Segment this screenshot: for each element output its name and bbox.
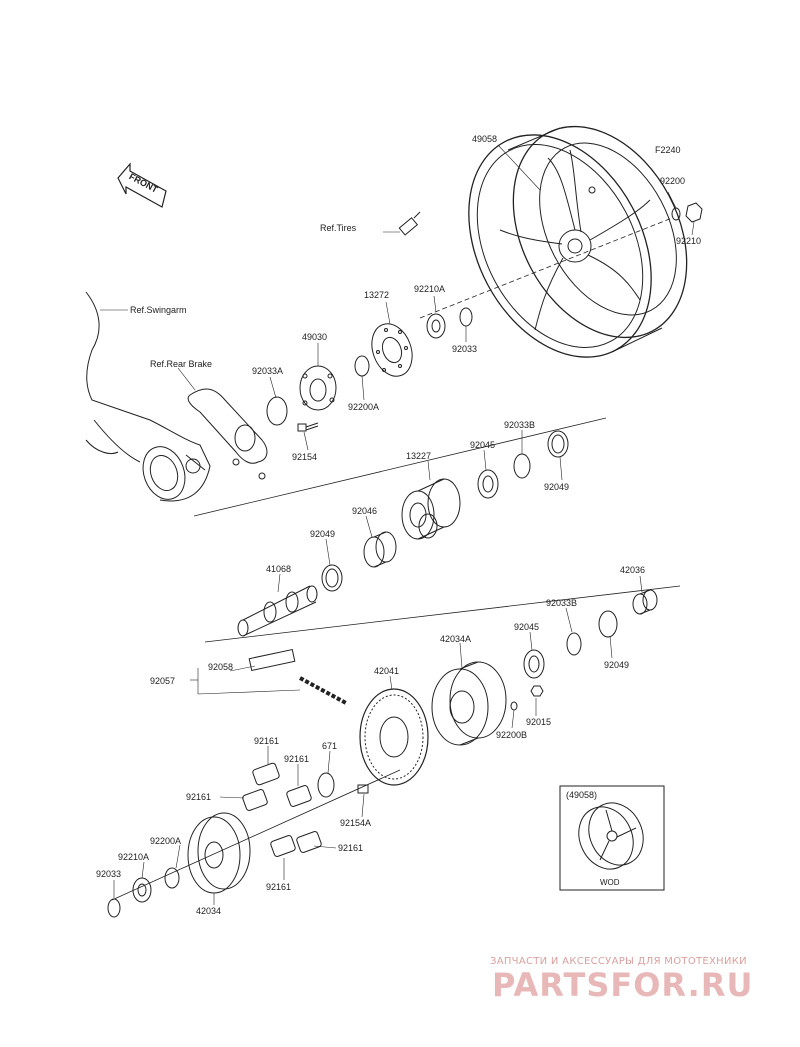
rear-brake-bracket [187,388,268,480]
washer-92200A [354,355,370,377]
hub-49030 [299,365,337,411]
part-label-49030: 49030 [302,332,328,342]
part-label-92161-c: 92161 [186,792,212,802]
bolt-92154A [357,784,369,794]
inset-title: (49058) [566,790,598,800]
ref-swingarm: Ref.Swingarm [130,305,187,315]
watermark-logo: PARTSFOR.RU [492,966,754,1004]
nut-92015 [530,685,544,697]
part-label-671: 671 [322,741,338,751]
part-label-92049-left: 92049 [310,529,336,539]
part-label-42034: 42034 [196,906,222,916]
needle-bearing-92046 [363,531,397,568]
part-label-92049: 92049 [544,482,570,492]
sensor-rotor-13272 [371,323,413,377]
part-label-92033B-right: 92033B [546,598,578,608]
part-label-92154A: 92154A [340,818,372,828]
part-label-42041: 42041 [374,666,400,676]
part-label-92033-left: 92033 [96,869,122,879]
damper-92161-a [252,762,280,786]
part-label-41068: 41068 [266,564,292,574]
ref-tires: Ref.Tires [320,223,357,233]
part-label-42034A: 42034A [440,634,472,644]
part-label-92200: 92200 [660,176,686,186]
sprocket-42041 [359,688,429,786]
front-arrow-icon [117,162,167,208]
tire-valve [398,211,421,236]
part-label-92210A: 92210A [414,284,446,294]
part-label-92210: 92210 [676,236,702,246]
drive-chain-92057 [248,648,347,705]
circlip-92033 [459,307,473,327]
circlip-92033-left [107,898,121,918]
part-label-92033B: 92033B [504,420,536,430]
part-label-92046: 92046 [352,506,378,516]
part-label-92033: 92033 [452,344,478,354]
circlip-92033B [513,453,531,479]
seal-92049 [547,430,569,458]
part-label-92049-right: 92049 [604,660,630,670]
collar-42036 [632,589,658,615]
diagram-code: F2240 [655,145,681,155]
seal-92049-left [321,564,343,592]
nut-92210 [685,202,703,223]
part-label-13272: 13272 [364,290,390,300]
part-label-92161-d: 92161 [338,843,364,853]
bolt-92154 [297,422,319,432]
part-label-92200A: 92200A [348,402,380,412]
inset-box [559,785,665,891]
part-label-49058: 49058 [472,134,498,144]
nut-92210A [426,313,446,339]
circlip-92033A [266,396,288,426]
part-label-92154: 92154 [292,452,318,462]
bearing-92045 [477,469,499,499]
part-label-92045: 92045 [470,440,496,450]
ref-rear-brake: Ref.Rear Brake [150,359,213,369]
part-label-92161-e: 92161 [266,882,292,892]
inset-caption: WOD [600,878,620,887]
part-label-92033A: 92033A [252,366,284,376]
part-label-92015: 92015 [526,717,552,727]
watermark-tagline: ЗАПЧАСТИ И АКСЕССУАРЫ ДЛЯ МОТОТЕХНИКИ [490,956,747,967]
part-label-92200B: 92200B [496,730,528,740]
part-label-92161-a: 92161 [254,736,280,746]
damper-92161-b [286,785,312,807]
part-label-92200A-left: 92200A [150,836,182,846]
swingarm [85,291,211,502]
part-label-92058: 92058 [208,662,234,672]
washer-92200A-left [164,867,180,889]
nut-92210A-left [132,877,152,903]
part-label-92210A-left: 92210A [118,852,150,862]
damper-92161-c [242,789,268,811]
part-label-92161-b: 92161 [284,754,310,764]
part-label-13227: 13227 [406,451,432,461]
part-label-92045-right: 92045 [514,622,540,632]
coupling-42034 [187,812,251,894]
hub-13227 [401,478,461,540]
damper-92161-d [270,835,296,857]
damper-92161-e [296,831,322,853]
part-label-42036: 42036 [620,565,646,575]
coupling-42034A [431,661,507,746]
bearing-92045-right [523,649,545,679]
washer-92200B [510,701,518,711]
rear-wheel [468,125,688,358]
o-ring-671 [317,772,335,798]
part-label-92057: 92057 [150,676,176,686]
circlip-92033B-right [566,632,582,656]
seal-92049-right [598,610,618,638]
shaft-41068 [237,585,318,637]
